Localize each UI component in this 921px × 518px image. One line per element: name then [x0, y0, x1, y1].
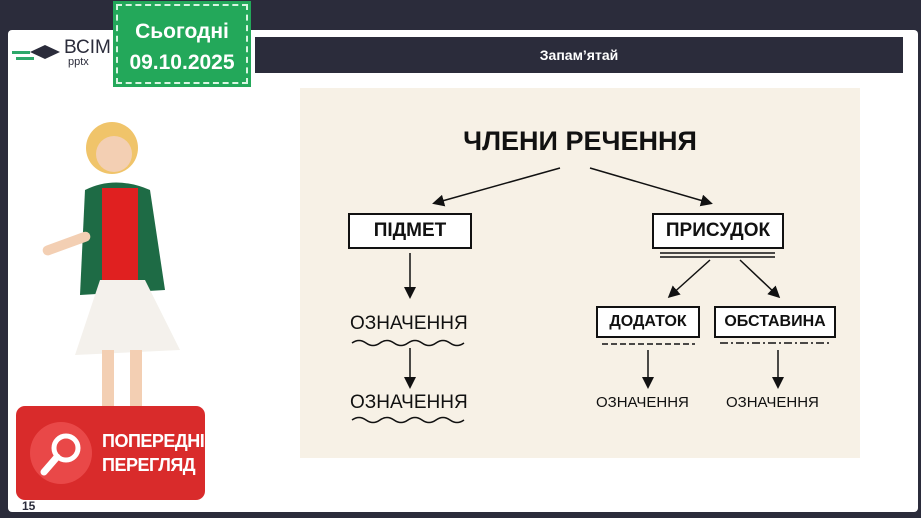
sentence-members-diagram: ЧЛЕНИ РЕЧЕННЯ ПІДМЕТ ПРИСУДОК ДОДАТОК ОБ… — [300, 88, 860, 458]
today-date: 09.10.2025 — [129, 51, 235, 74]
attribute-label: ОЗНАЧЕННЯ — [350, 313, 468, 334]
logo-brand: ВСІМ — [64, 37, 111, 58]
slide-title: Запам’ятай — [255, 37, 903, 73]
subject-box: ПІДМЕТ — [348, 213, 472, 249]
diagram-arrows — [351, 167, 830, 424]
graduation-cap-icon — [12, 41, 60, 65]
preview-line2: ПЕРЕГЛЯД — [102, 455, 196, 475]
logo-sub: pptx — [68, 56, 89, 68]
attribute-label: ОЗНАЧЕННЯ — [596, 394, 689, 411]
attribute-label: ОЗНАЧЕННЯ — [350, 392, 468, 413]
diagram-heading: ЧЛЕНИ РЕЧЕННЯ — [463, 126, 697, 156]
woman-illustration — [42, 122, 180, 430]
predicate-box: ПРИСУДОК — [652, 213, 784, 249]
adverbial-box: ОБСТАВИНА — [714, 306, 836, 338]
slide-number: 15 — [22, 499, 36, 513]
today-badge: Сьогодні 09.10.2025 — [113, 1, 251, 87]
attribute-label: ОЗНАЧЕННЯ — [726, 394, 819, 411]
preview-line1: ПОПЕРЕДНІЙ — [102, 431, 217, 451]
preview-button[interactable]: ПОПЕРЕДНІЙ ПЕРЕГЛЯД — [16, 406, 217, 500]
object-box: ДОДАТОК — [596, 306, 700, 338]
today-label: Сьогодні — [135, 20, 229, 43]
magnifier-icon — [30, 422, 92, 484]
